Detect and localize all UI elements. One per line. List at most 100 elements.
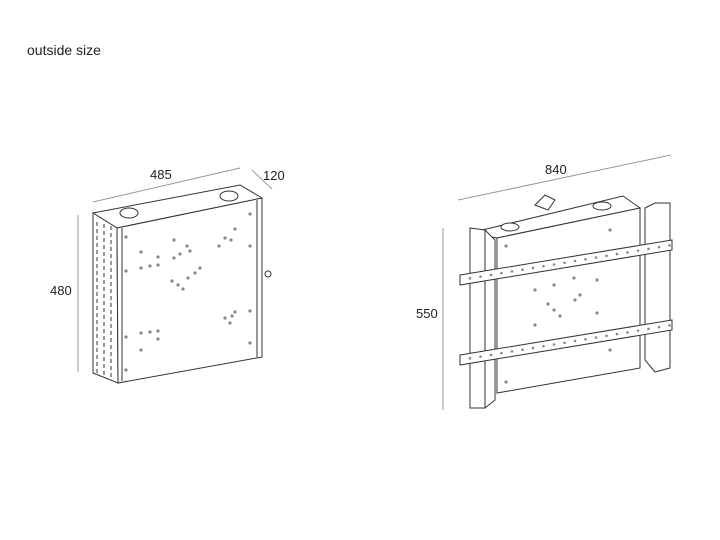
hole — [170, 279, 174, 283]
hole — [510, 350, 514, 353]
hole — [552, 343, 556, 346]
hole — [156, 263, 160, 267]
hole — [176, 283, 180, 287]
hole — [124, 368, 128, 372]
hole — [647, 247, 650, 251]
left-depth-label: 120 — [263, 168, 285, 183]
hole — [546, 302, 550, 306]
hole — [139, 348, 143, 352]
hole — [533, 323, 537, 327]
hole — [573, 339, 577, 343]
hole — [533, 288, 537, 292]
hole — [479, 355, 482, 358]
cross-bar-top — [459, 239, 673, 286]
hole — [605, 334, 608, 338]
hole — [668, 244, 671, 247]
hole — [489, 353, 493, 357]
mounting-holes — [468, 228, 671, 384]
hole — [626, 331, 629, 334]
hole — [605, 254, 608, 258]
hole — [542, 344, 545, 348]
hole — [223, 316, 227, 320]
hole — [584, 257, 587, 261]
hole — [647, 327, 650, 331]
hole — [233, 227, 237, 231]
hole — [636, 249, 640, 252]
hole — [223, 236, 227, 240]
hole — [657, 245, 661, 249]
hole — [156, 255, 160, 259]
hole — [521, 268, 524, 271]
hole — [156, 329, 160, 333]
hole — [573, 298, 577, 302]
hole — [608, 228, 612, 232]
hole — [229, 238, 233, 242]
hole — [248, 341, 252, 345]
hole — [156, 337, 160, 341]
hole — [626, 251, 629, 254]
hole — [542, 264, 545, 268]
hole — [248, 309, 252, 313]
hole — [500, 271, 503, 275]
cross-bar-bottom — [459, 319, 673, 366]
hole — [521, 348, 524, 351]
left-height-label: 480 — [50, 283, 72, 298]
dimension-lines — [77, 154, 672, 410]
hole — [504, 244, 508, 248]
hole — [552, 308, 556, 312]
wall-rail-right — [644, 202, 671, 373]
hole — [668, 324, 671, 327]
hole — [124, 235, 128, 239]
front-face — [496, 207, 641, 394]
hole — [193, 271, 197, 275]
hole — [188, 249, 192, 253]
hole — [124, 269, 128, 273]
left-width-label: 485 — [150, 167, 172, 182]
hole — [500, 351, 503, 355]
right-height-label: 550 — [416, 306, 438, 321]
hole — [217, 244, 221, 248]
hole — [139, 266, 143, 270]
hole — [531, 266, 535, 270]
mounting-holes — [124, 212, 252, 372]
left-cabinet — [91, 184, 272, 384]
hole — [615, 252, 619, 256]
hole — [172, 256, 176, 260]
hole — [595, 311, 599, 315]
hole — [248, 212, 252, 216]
hole — [172, 238, 176, 242]
hole — [636, 329, 640, 332]
hole — [139, 250, 143, 254]
hole — [504, 380, 508, 384]
hole — [468, 277, 472, 280]
hole — [573, 259, 577, 263]
hole — [563, 341, 566, 345]
hole — [233, 310, 237, 314]
hole — [185, 244, 189, 248]
hole — [552, 263, 556, 266]
hole — [578, 293, 582, 297]
hole — [186, 276, 190, 280]
hole — [657, 325, 661, 329]
hole — [230, 314, 234, 318]
right-cabinet-with-bracket — [459, 194, 673, 410]
hole — [558, 314, 562, 318]
hole — [584, 337, 587, 341]
hole — [563, 261, 566, 265]
hole — [248, 244, 252, 248]
hole — [595, 278, 599, 282]
diagram-title: outside size — [27, 42, 101, 58]
hole — [124, 335, 128, 339]
hole — [198, 266, 202, 270]
top-hook — [534, 194, 556, 211]
hole — [594, 336, 598, 339]
hole — [181, 287, 185, 291]
hole — [148, 264, 152, 268]
hole — [228, 321, 232, 325]
hole — [489, 273, 493, 277]
right-width-label: 840 — [545, 162, 567, 177]
wall-rail-left — [469, 227, 486, 409]
hole — [139, 331, 143, 335]
hole — [615, 332, 619, 336]
